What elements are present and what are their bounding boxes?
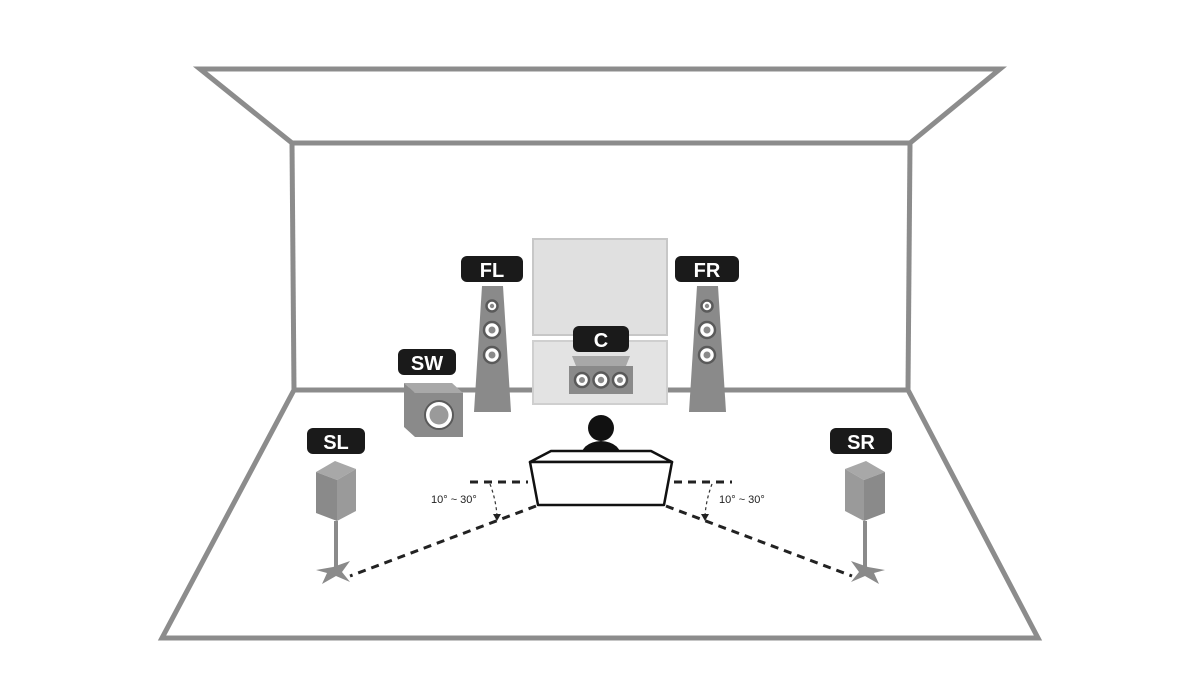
subwoofer-side [404, 383, 415, 437]
left-angle-arrow [493, 514, 501, 521]
surround-right-front [845, 469, 864, 521]
listener-and-sofa [528, 415, 674, 507]
front-left-driver-2-core [488, 351, 496, 359]
center-driver-middle-core [597, 376, 605, 384]
front-left-label: FL [480, 260, 504, 282]
front-right-driver-1-core [703, 326, 711, 334]
front-left-speaker: FL [461, 256, 523, 412]
room-right-wall-edge [905, 142, 913, 391]
surround-left-label-background [307, 428, 365, 454]
room-ceiling [192, 66, 1007, 146]
listener-head [588, 415, 614, 441]
surround-left-label: SL [323, 432, 349, 454]
center-speaker-top [572, 356, 630, 366]
subwoofer-label-background [398, 349, 456, 375]
tv-screen [532, 238, 668, 336]
left-angle-arc [489, 483, 498, 517]
surround-left-side [316, 472, 337, 521]
subwoofer-top [404, 383, 463, 393]
subwoofer-label: SW [411, 353, 443, 375]
front-right-label: FR [694, 260, 721, 282]
surround-right-speaker: SR [830, 428, 892, 584]
subwoofer: SW [398, 349, 463, 437]
center-speaker: C [569, 326, 633, 394]
room-left-wall-edge [289, 142, 297, 391]
surround-left-top [316, 461, 356, 480]
right-angle-label: 10° ~ 30° [719, 494, 765, 506]
front-left-driver-1-core [488, 326, 496, 334]
right-angle-arrow [701, 514, 709, 521]
right-surround-direction-line [665, 504, 853, 578]
front-left-label-background [461, 256, 523, 282]
sofa-back [528, 449, 674, 464]
surround-right-top [845, 461, 885, 480]
left-surround-direction-line [349, 504, 537, 578]
front-right-label-background [675, 256, 739, 282]
front-right-speaker: FR [675, 256, 739, 412]
front-left-tweeter-core [489, 303, 495, 309]
left-angle-label: 10° ~ 30° [431, 494, 477, 506]
surround-right-label: SR [847, 432, 875, 454]
sofa-base [528, 460, 674, 507]
surround-right-base [851, 561, 885, 584]
surround-right-side [864, 472, 885, 521]
surround-left-base [316, 561, 350, 584]
subwoofer-driver-cone [429, 405, 449, 425]
front-right-tweeter-core [704, 303, 710, 309]
right-angle-arc [704, 483, 713, 517]
surround-right-label-background [830, 428, 892, 454]
center-label: C [594, 330, 608, 352]
center-driver-left-core [579, 377, 585, 383]
center-label-background [573, 326, 629, 352]
surround-left-front [337, 469, 356, 521]
center-driver-right-core [617, 377, 623, 383]
surround-left-speaker: SL [307, 428, 365, 584]
angle-guides: 10° ~ 30° 10° ~ 30° [349, 480, 853, 578]
front-right-driver-2-core [703, 351, 711, 359]
